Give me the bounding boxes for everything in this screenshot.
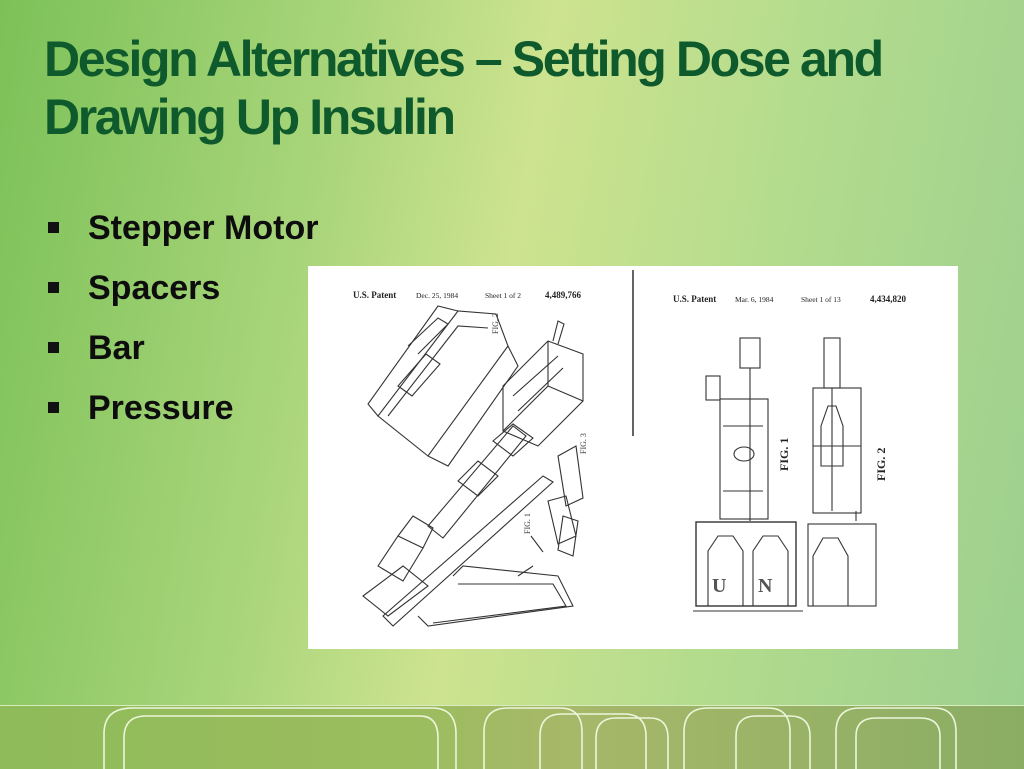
square-bullet-icon: [48, 342, 59, 353]
bullet-text: Spacers: [88, 269, 221, 307]
decorative-arcs: [103, 707, 957, 769]
bullet-item: Bar: [46, 325, 318, 385]
right-patent-sheet: Sheet 1 of 13: [801, 295, 841, 304]
left-fig1-label: FIG. 1: [523, 513, 532, 534]
bullet-text: Pressure: [88, 389, 234, 427]
right-patent-date: Mar. 6, 1984: [735, 295, 774, 304]
vial-letter-n: N: [758, 575, 773, 597]
square-bullet-icon: [48, 402, 59, 413]
vial-letter-u: U: [712, 575, 726, 597]
bullet-text: Bar: [88, 329, 145, 367]
bullet-item: Pressure: [46, 385, 318, 445]
left-patent-number: 4,489,766: [545, 290, 582, 300]
left-patent-drawing: [362, 305, 584, 627]
bottom-decorative-band: [0, 705, 1024, 769]
square-bullet-icon: [48, 282, 59, 293]
bullet-list: Stepper Motor Spacers Bar Pressure: [46, 205, 318, 445]
left-fig2-label: FIG. 2: [491, 313, 500, 334]
right-patent-drawing: [693, 337, 877, 612]
patent-drawings-image: U.S. Patent Dec. 25, 1984 Sheet 1 of 2 4…: [308, 266, 958, 649]
bullet-item: Spacers: [46, 265, 318, 325]
slide-title: Design Alternatives – Setting Dose and D…: [44, 31, 884, 145]
right-fig1-label: FIG. 1: [777, 438, 791, 471]
left-patent-sheet: Sheet 1 of 2: [485, 291, 521, 300]
left-patent-label: U.S. Patent: [353, 290, 396, 300]
right-patent-label: U.S. Patent: [673, 294, 716, 304]
right-patent-header: U.S. Patent Mar. 6, 1984 Sheet 1 of 13 4…: [673, 294, 907, 304]
left-patent-header: U.S. Patent Dec. 25, 1984 Sheet 1 of 2 4…: [353, 290, 582, 300]
right-patent-number: 4,434,820: [870, 294, 907, 304]
square-bullet-icon: [48, 222, 59, 233]
bullet-item: Stepper Motor: [46, 205, 318, 265]
bullet-text: Stepper Motor: [88, 209, 319, 247]
left-fig3-label: FIG. 3: [579, 433, 588, 454]
right-fig2-label: FIG. 2: [874, 448, 888, 481]
left-patent-date: Dec. 25, 1984: [416, 291, 458, 300]
